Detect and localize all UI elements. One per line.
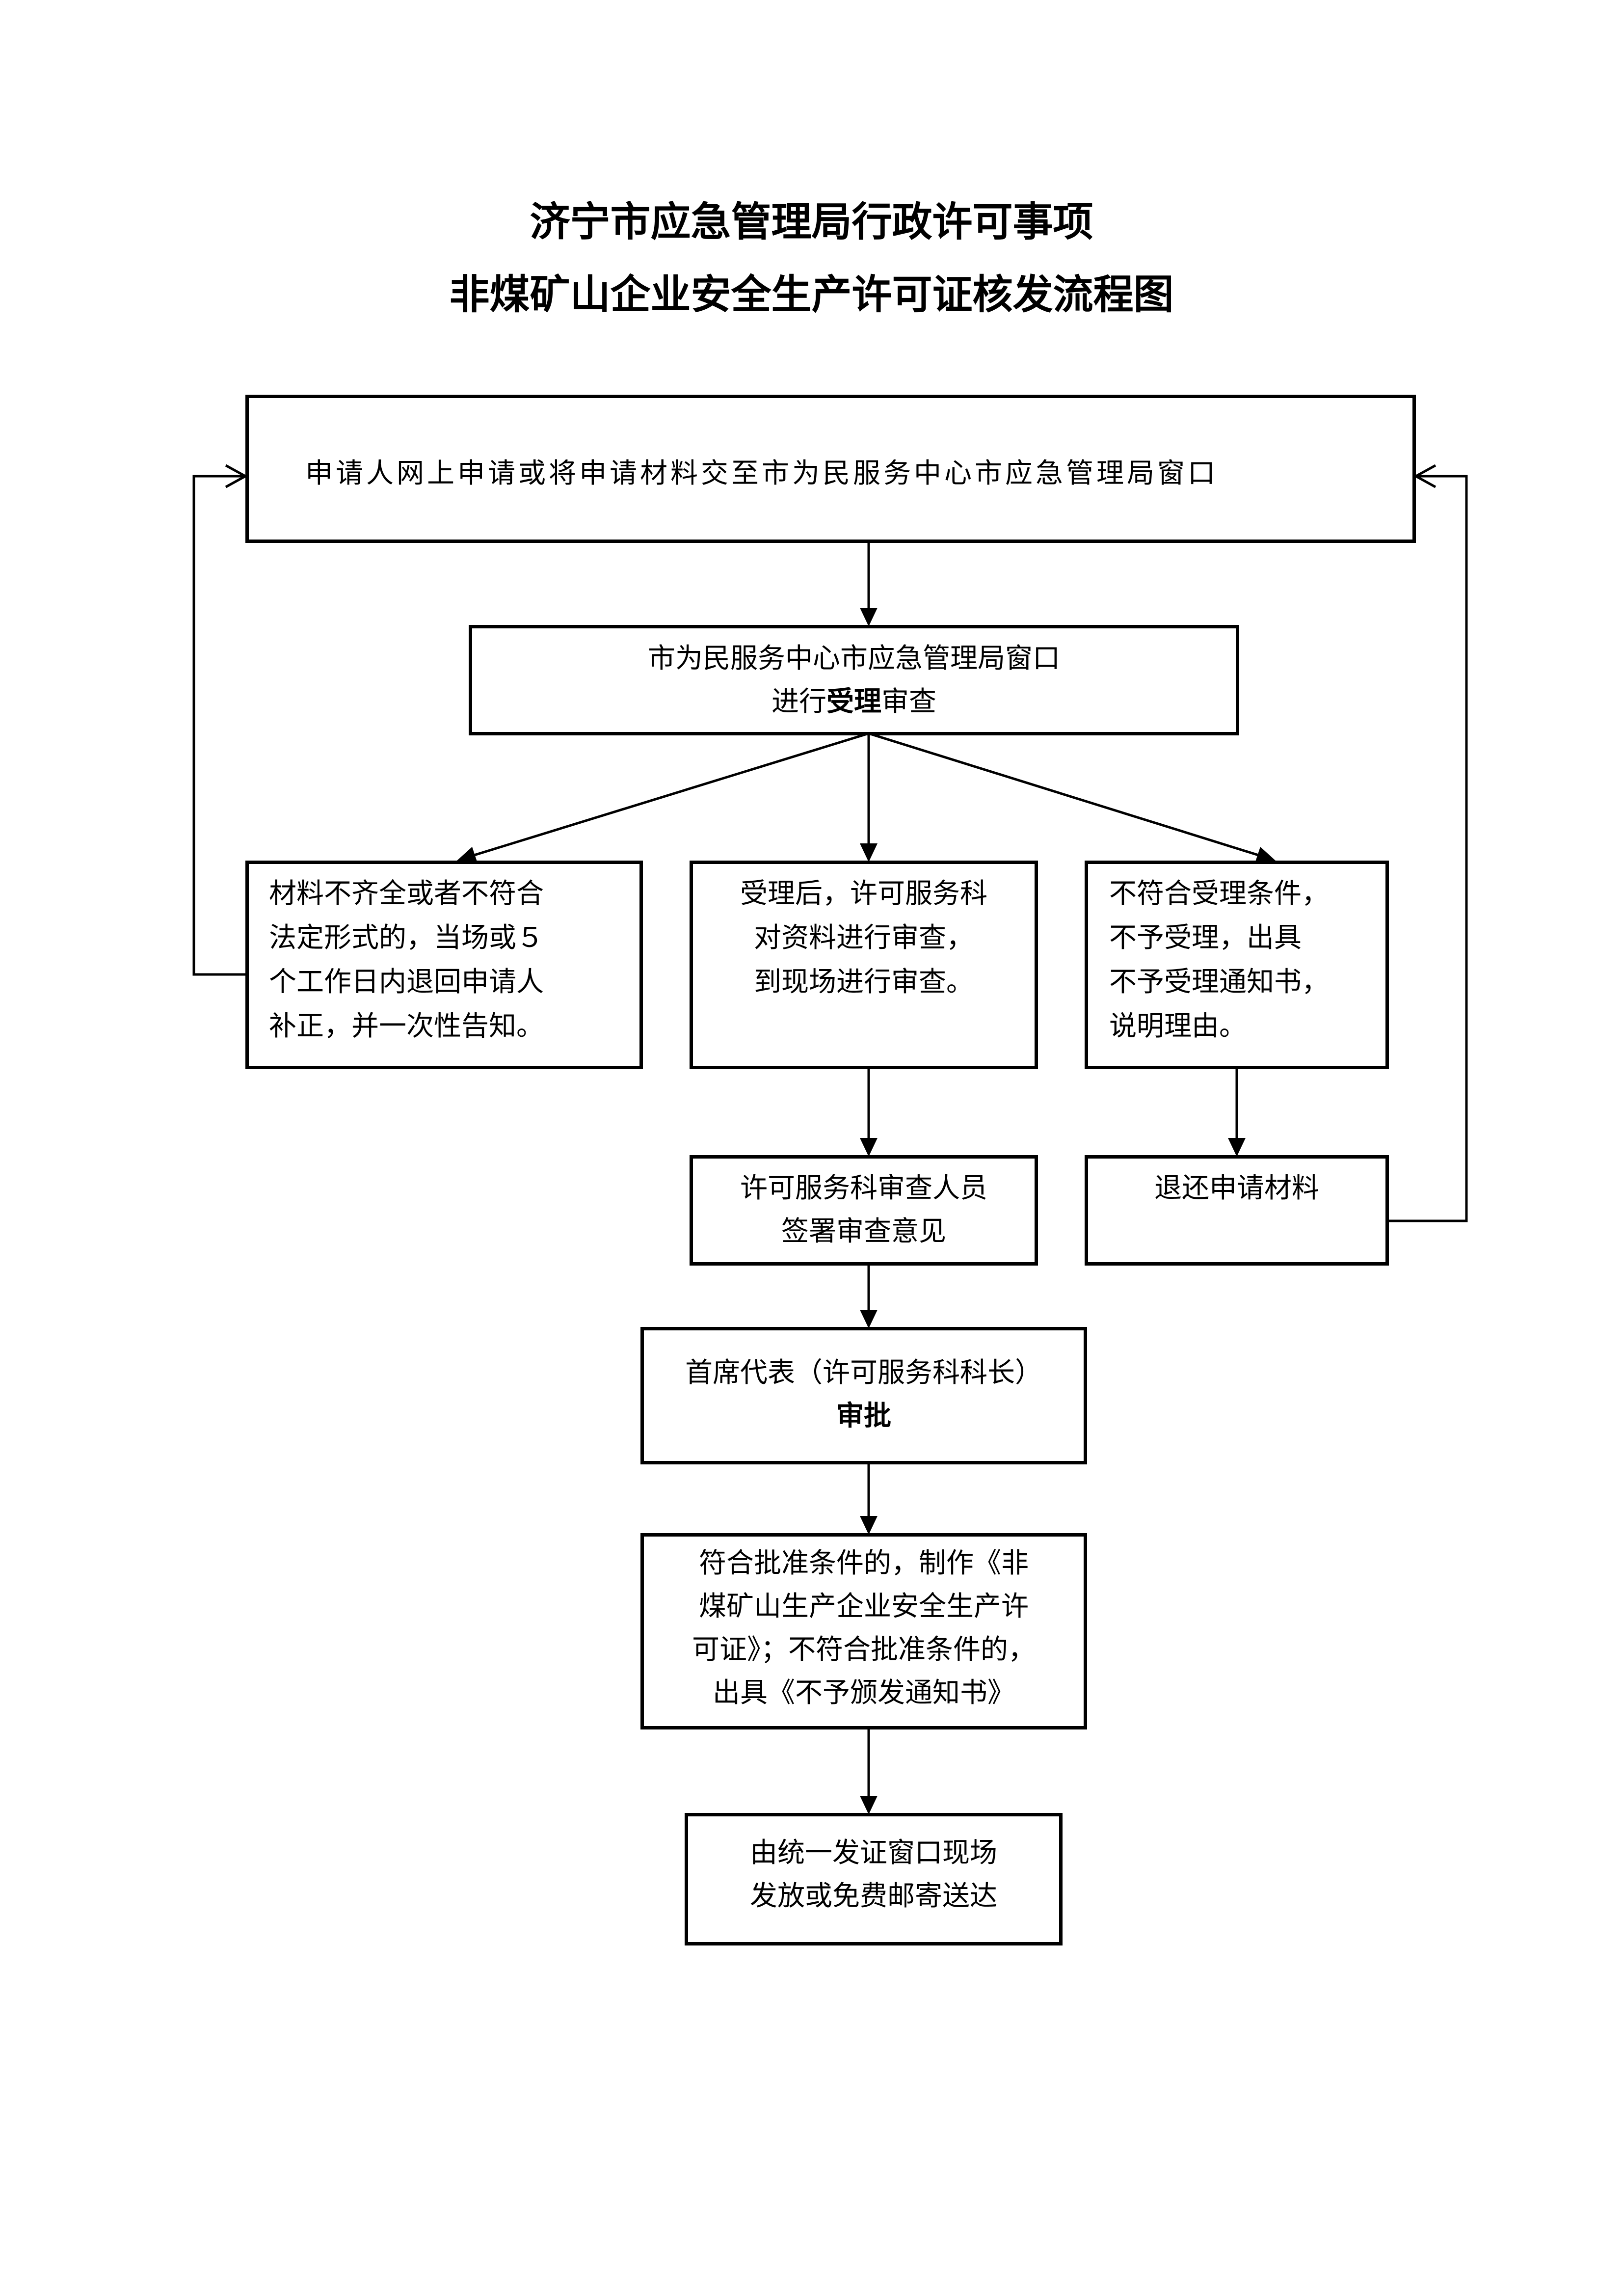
arrowhead-loop-right bbox=[1413, 464, 1437, 488]
node-approval bbox=[640, 1327, 1087, 1464]
acceptance-line2-pre: 进行 bbox=[772, 686, 826, 718]
node-accepted-text-line2: 对资料进行审查， bbox=[754, 922, 974, 954]
arrowhead-acceptance-to-rejected bbox=[1255, 847, 1276, 862]
arrowhead-rejected-to-return bbox=[1228, 1138, 1246, 1157]
node-return-materials bbox=[1085, 1155, 1389, 1266]
arrowhead-decision-to-issue bbox=[860, 1796, 878, 1814]
node-accepted-text-line3: 到现场进行审查。 bbox=[754, 966, 974, 998]
node-decision-text-line3: 可证》；不符合批准条件的， bbox=[692, 1634, 1036, 1666]
node-incomplete-text-line3: 个工作日内退回申请人 bbox=[269, 966, 544, 998]
arrowhead-accepted-to-review bbox=[860, 1138, 878, 1157]
node-incomplete-text-line4: 补正，并一次性告知。 bbox=[269, 1010, 544, 1042]
node-rejected-text-line4: 说明理由。 bbox=[1109, 1010, 1247, 1042]
node-apply-text: 申请人网上申请或将申请材料交至市为民服务中心市应急管理局窗口 bbox=[305, 458, 1218, 489]
node-apply bbox=[245, 395, 1416, 543]
node-decision-text-line2: 煤矿山生产企业安全生产许 bbox=[699, 1591, 1029, 1622]
diagram-title-line2: 非煤矿山企业安全生产许可证核发流程图 bbox=[449, 271, 1174, 318]
node-approval-text-line1: 首席代表（许可服务科科长） bbox=[685, 1357, 1042, 1389]
loop-incomplete-to-apply bbox=[192, 475, 247, 976]
node-acceptance-text-line2: 进行受理审查 bbox=[469, 680, 1239, 724]
loop-return-to-apply bbox=[1389, 475, 1468, 1222]
node-acceptance bbox=[469, 625, 1239, 735]
arrow-acceptance-to-rejected bbox=[868, 732, 1272, 861]
node-acceptance-text-line1: 市为民服务中心市应急管理局窗口 bbox=[648, 643, 1060, 675]
arrow-acceptance-to-incomplete bbox=[461, 732, 869, 861]
node-incomplete-text-line1: 材料不齐全或者不符合 bbox=[269, 878, 544, 910]
node-incomplete-text-line2: 法定形式的，当场或５ bbox=[269, 922, 544, 954]
node-issue-text-line2: 发放或免费邮寄送达 bbox=[750, 1880, 997, 1912]
acceptance-line2-bold: 受理 bbox=[826, 686, 881, 718]
node-rejected bbox=[1085, 861, 1389, 1069]
node-incomplete bbox=[245, 861, 643, 1069]
node-review-sign bbox=[690, 1155, 1038, 1266]
node-decision bbox=[640, 1533, 1087, 1729]
node-return-materials-text: 退还申请材料 bbox=[1154, 1172, 1319, 1204]
arrowhead-review-to-approval bbox=[860, 1310, 878, 1328]
acceptance-line2-post: 审查 bbox=[881, 686, 936, 718]
node-issue bbox=[685, 1813, 1063, 1945]
node-rejected-text-line3: 不予受理通知书， bbox=[1109, 966, 1329, 998]
node-decision-text-line4: 出具《不予颁发通知书》 bbox=[713, 1677, 1015, 1709]
node-rejected-text-line2: 不予受理，出具 bbox=[1109, 922, 1302, 954]
node-accepted-text-line1: 受理后，许可服务科 bbox=[740, 878, 987, 910]
arrowhead-acceptance-to-accepted bbox=[860, 843, 878, 862]
node-review-sign-text-line1: 许可服务科审查人员 bbox=[740, 1172, 987, 1204]
node-rejected-text-line1: 不符合受理条件， bbox=[1109, 878, 1329, 910]
arrowhead-acceptance-to-incomplete bbox=[456, 847, 477, 862]
arrowhead-apply-to-acceptance bbox=[860, 608, 878, 626]
node-decision-text-line1: 符合批准条件的，制作《非 bbox=[699, 1547, 1029, 1579]
arrowhead-approval-to-decision bbox=[860, 1516, 878, 1535]
diagram-title-line1: 济宁市应急管理局行政许可事项 bbox=[530, 199, 1093, 245]
node-issue-text-line1: 由统一发证窗口现场 bbox=[750, 1837, 997, 1869]
node-approval-text-line2: 审批 bbox=[836, 1400, 891, 1432]
node-review-sign-text-line2: 签署审查意见 bbox=[781, 1216, 946, 1247]
node-accepted bbox=[690, 861, 1038, 1069]
